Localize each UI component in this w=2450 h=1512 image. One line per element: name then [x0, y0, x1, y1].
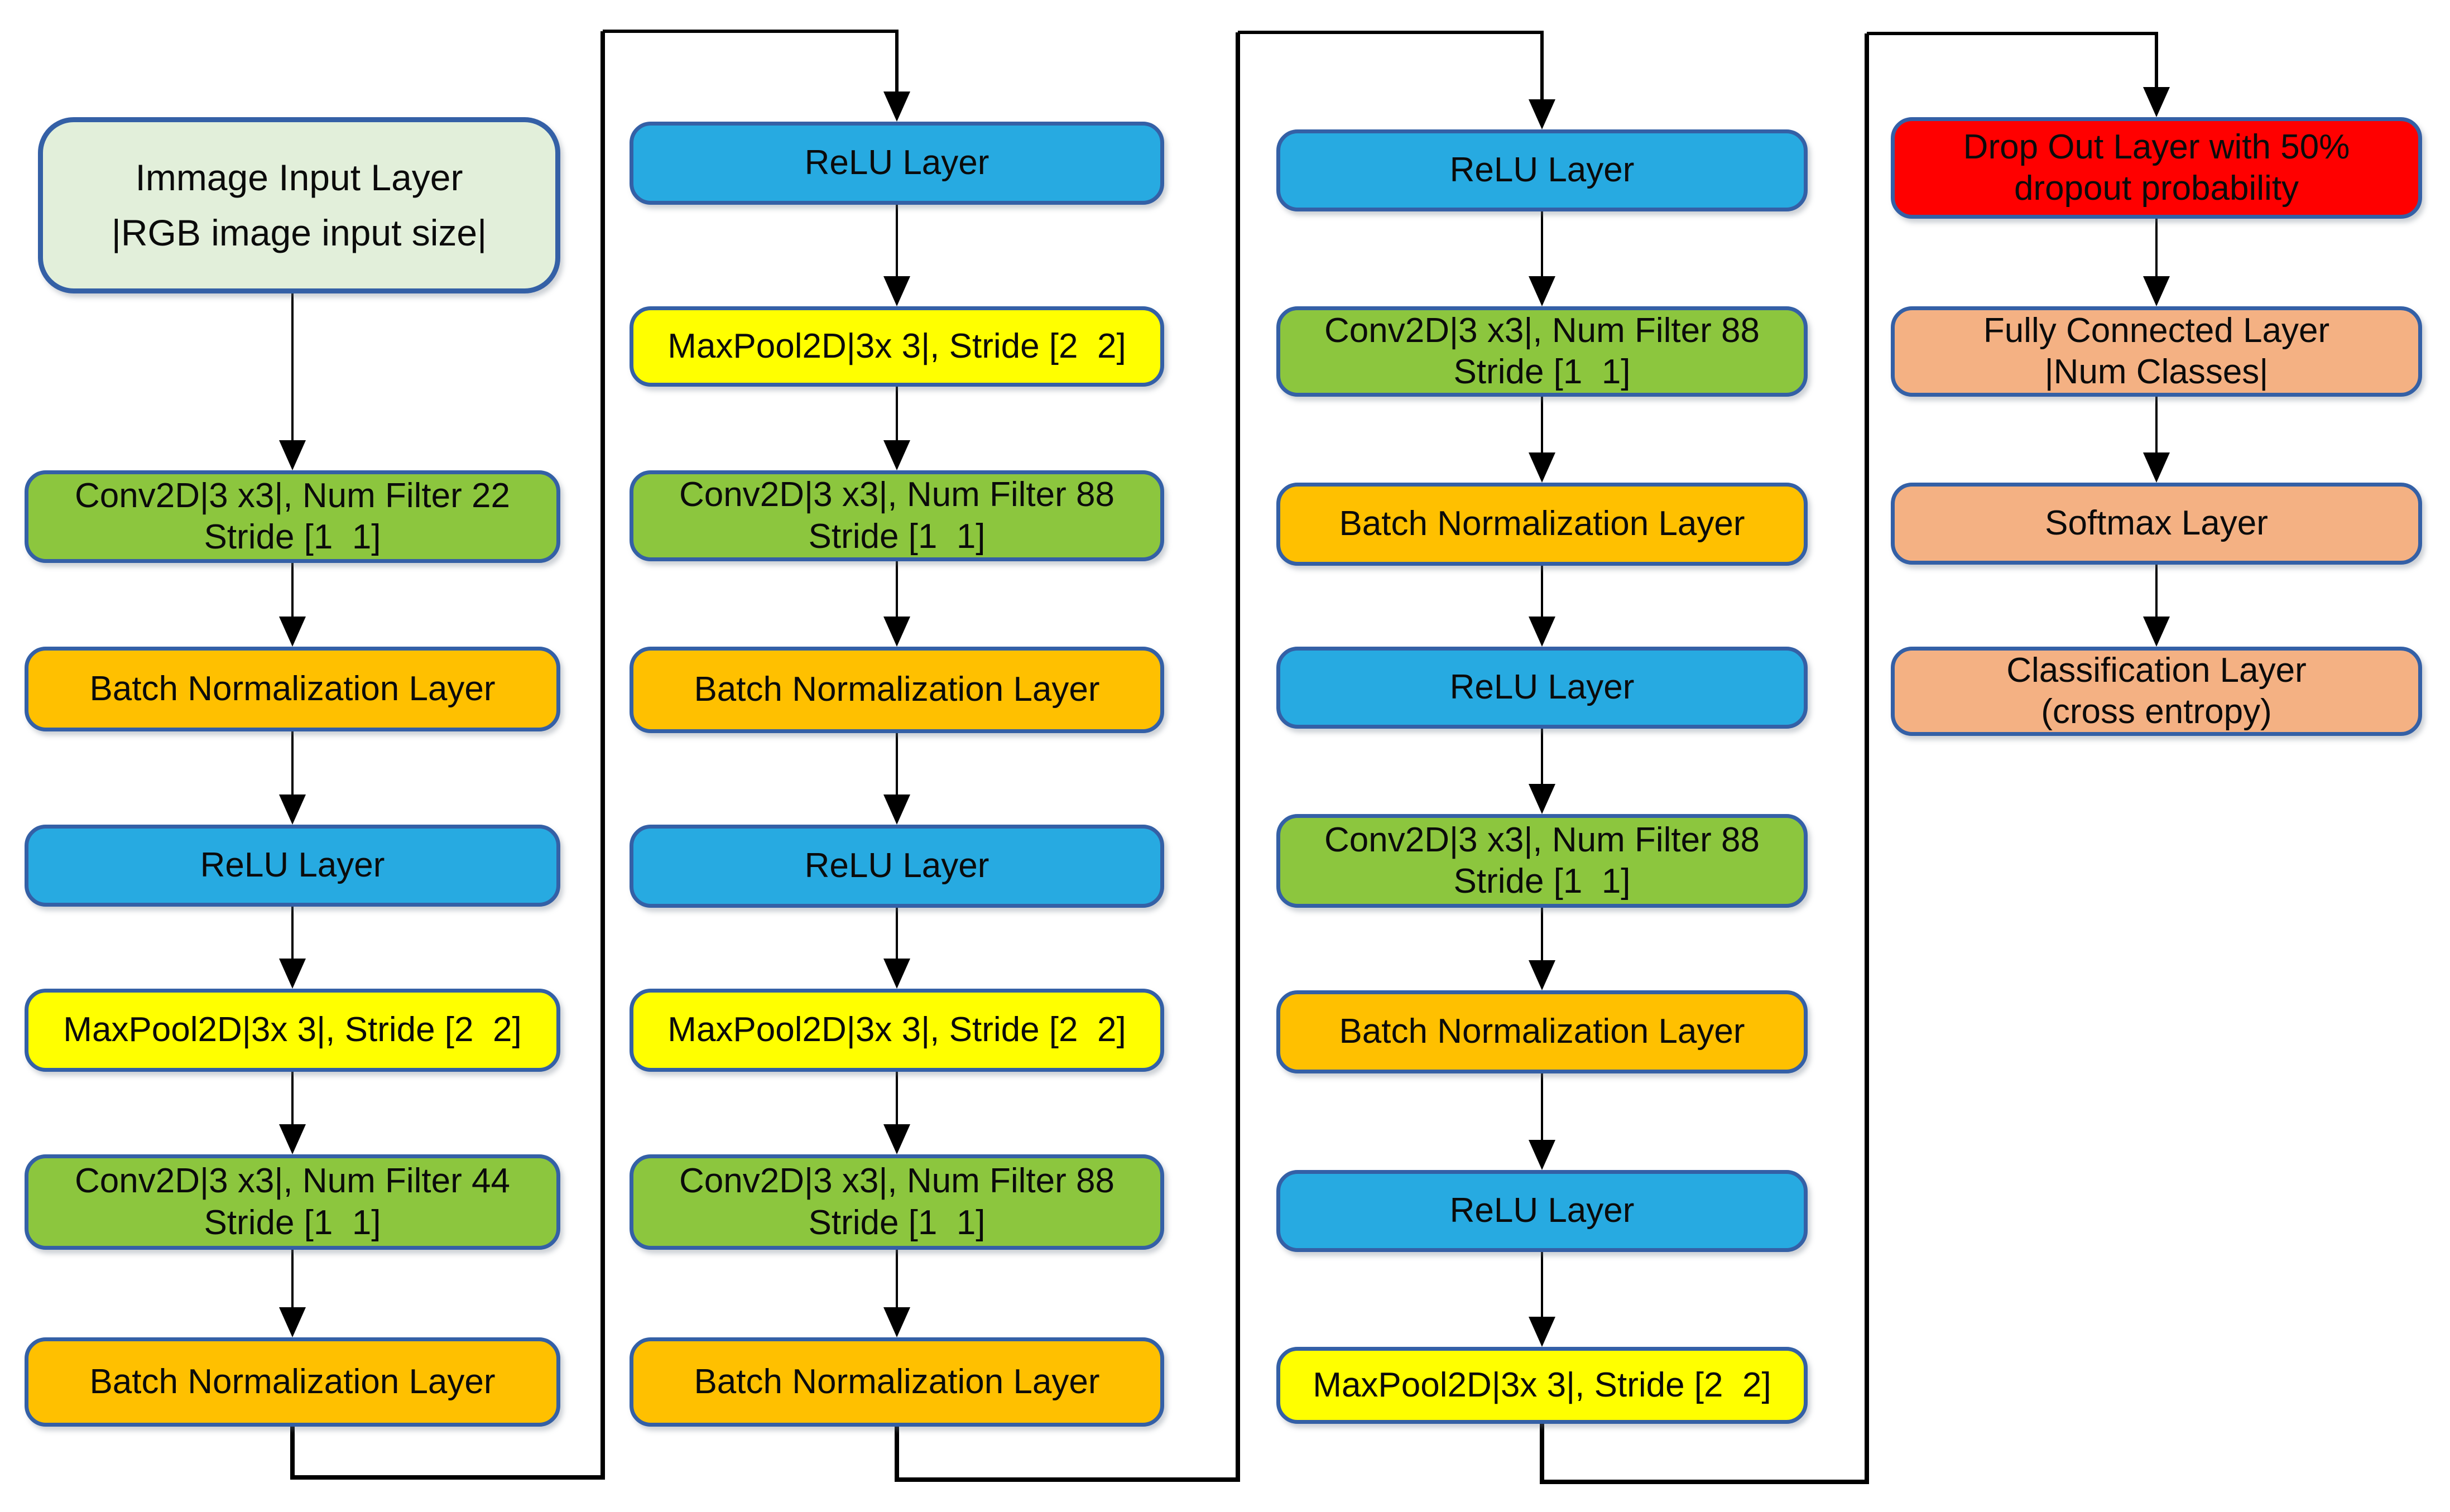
arrowhead-icon: [279, 1124, 306, 1154]
layer-box-input: Immage Input Layer |RGB image input size|: [38, 117, 560, 293]
layer-label-line: MaxPool2D|3x 3|, Stride [2 2]: [667, 326, 1126, 365]
layer-label-line: Drop Out Layer with 50%: [1963, 127, 2350, 166]
layer-box-relu: ReLU Layer: [25, 825, 560, 907]
layer-label-line: Classification Layer: [2006, 651, 2307, 690]
arrowhead-icon: [2143, 452, 2170, 483]
arrowhead-icon: [883, 959, 910, 989]
arrowhead-icon: [883, 92, 910, 122]
layer-label-line: Stride [1 1]: [808, 517, 986, 556]
layer-label-line: |Num Classes|: [2044, 353, 2269, 391]
connector-line: [603, 30, 899, 95]
arrowhead-icon: [279, 440, 306, 470]
layer-label-line: Batch Normalization Layer: [1339, 504, 1745, 543]
layer-label-line: ReLU Layer: [1449, 151, 1635, 190]
layer-label-line: Stride [1 1]: [204, 518, 381, 556]
layer-box-batchnorm: Batch Normalization Layer: [1276, 990, 1808, 1073]
layer-label-line: Conv2D|3 x3|, Num Filter 44: [75, 1162, 510, 1201]
layer-label-line: Immage Input Layer: [135, 157, 463, 198]
layer-box-relu: ReLU Layer: [1276, 647, 1808, 729]
layer-label-line: Stride [1 1]: [1453, 353, 1631, 391]
arrowhead-icon: [2143, 87, 2170, 117]
layer-label-line: ReLU Layer: [200, 846, 385, 885]
arrowhead-icon: [2143, 617, 2170, 647]
arrowhead-icon: [1529, 960, 1555, 990]
layer-box-batchnorm: Batch Normalization Layer: [1276, 483, 1808, 566]
layer-label-line: Stride [1 1]: [1453, 862, 1631, 901]
layer-label-line: MaxPool2D|3x 3|, Stride [2 2]: [667, 1010, 1126, 1049]
arrowhead-icon: [279, 617, 306, 647]
arrowhead-icon: [2143, 276, 2170, 306]
connector-line: [290, 31, 605, 1480]
layer-label-line: Softmax Layer: [2045, 504, 2268, 543]
layer-box-maxpool: MaxPool2D|3x 3|, Stride [2 2]: [630, 989, 1164, 1072]
layer-label-line: Conv2D|3 x3|, Num Filter 22: [75, 476, 510, 515]
layer-label-line: Batch Normalization Layer: [1339, 1012, 1745, 1051]
arrowhead-icon: [279, 1307, 306, 1337]
layer-label-line: (cross entropy): [2041, 692, 2272, 731]
layer-label-line: Conv2D|3 x3|, Num Filter 88: [679, 475, 1114, 514]
layer-box-relu: ReLU Layer: [1276, 129, 1808, 211]
arrowhead-icon: [1529, 99, 1555, 129]
connector-line: [1540, 33, 1869, 1484]
layer-box-relu: ReLU Layer: [1276, 1170, 1808, 1252]
arrowhead-icon: [279, 794, 306, 825]
layer-label-line: Conv2D|3 x3|, Num Filter 88: [1324, 820, 1760, 859]
layer-label-line: Stride [1 1]: [808, 1203, 986, 1242]
layer-label-line: MaxPool2D|3x 3|, Stride [2 2]: [63, 1010, 522, 1049]
connector-line: [895, 32, 1240, 1482]
layer-label-line: Batch Normalization Layer: [89, 1362, 496, 1401]
arrowhead-icon: [1529, 1140, 1555, 1170]
layer-box-maxpool: MaxPool2D|3x 3|, Stride [2 2]: [1276, 1347, 1808, 1424]
layer-label-line: dropout probability: [2014, 169, 2299, 208]
layer-box-relu: ReLU Layer: [630, 122, 1164, 205]
connector-line: [1238, 31, 1544, 103]
layer-label-line: Stride [1 1]: [204, 1203, 381, 1242]
layer-label-line: Batch Normalization Layer: [89, 669, 496, 708]
arrowhead-icon: [883, 440, 910, 470]
layer-box-dropout: Drop Out Layer with 50%dropout probabili…: [1891, 117, 2422, 219]
arrowhead-icon: [279, 959, 306, 989]
connector-line: [1867, 32, 2158, 90]
layer-box-relu: ReLU Layer: [630, 825, 1164, 908]
arrowhead-icon: [1529, 784, 1555, 814]
layer-box-batchnorm: Batch Normalization Layer: [25, 1337, 560, 1427]
arrowhead-icon: [883, 794, 910, 825]
layer-label-line: |RGB image input size|: [111, 212, 487, 253]
layer-box-batchnorm: Batch Normalization Layer: [630, 647, 1164, 733]
arrowhead-icon: [883, 1124, 910, 1154]
layer-label-line: Conv2D|3 x3|, Num Filter 88: [1324, 311, 1760, 350]
arrowhead-icon: [883, 276, 910, 306]
layer-label-line: ReLU Layer: [804, 846, 989, 885]
layer-label-line: ReLU Layer: [804, 143, 989, 182]
layer-box-maxpool: MaxPool2D|3x 3|, Stride [2 2]: [630, 306, 1164, 387]
arrowhead-icon: [1529, 1317, 1555, 1347]
layer-label-line: MaxPool2D|3x 3|, Stride [2 2]: [1313, 1365, 1771, 1404]
layer-box-classification: Classification Layer(cross entropy): [1891, 647, 2422, 736]
layer-box-maxpool: MaxPool2D|3x 3|, Stride [2 2]: [25, 989, 560, 1072]
layer-label-line: Batch Normalization Layer: [694, 670, 1100, 709]
arrowhead-icon: [1529, 617, 1555, 647]
layer-label-line: Batch Normalization Layer: [694, 1362, 1100, 1401]
layer-label-line: ReLU Layer: [1449, 1191, 1635, 1230]
layer-box-batchnorm: Batch Normalization Layer: [630, 1337, 1164, 1427]
layer-label-line: Fully Connected Layer: [1983, 311, 2330, 350]
arrowhead-icon: [883, 1307, 910, 1337]
layer-label-line: ReLU Layer: [1449, 668, 1635, 707]
arrowhead-icon: [1529, 276, 1555, 306]
arrowhead-icon: [1529, 452, 1555, 483]
layer-label-line: Conv2D|3 x3|, Num Filter 88: [679, 1162, 1114, 1201]
arrowhead-icon: [883, 617, 910, 647]
layer-box-softmax: Softmax Layer: [1891, 483, 2422, 565]
layer-box-batchnorm: Batch Normalization Layer: [25, 647, 560, 731]
layer-box-fc: Fully Connected Layer|Num Classes|: [1891, 306, 2422, 397]
